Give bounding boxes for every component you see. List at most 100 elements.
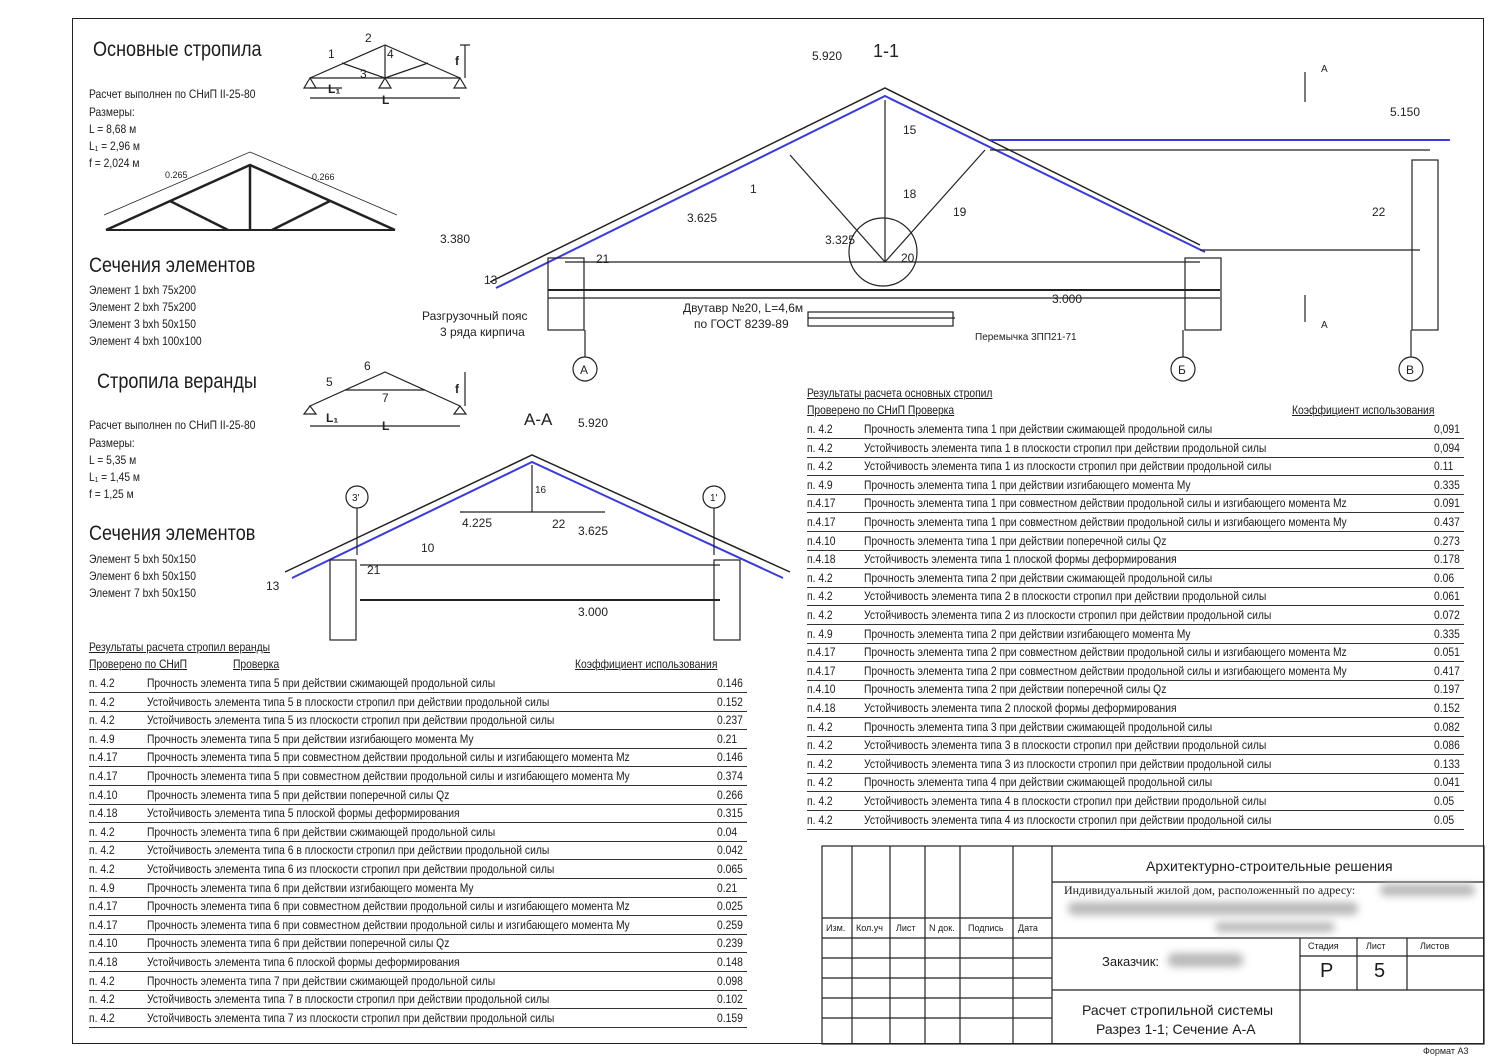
table-cell-check: Прочность элемента типа 4 при действии с… (864, 775, 1213, 790)
cut-mark: А (1321, 64, 1328, 75)
table-cell-check: Прочность элемента типа 2 при действии п… (864, 682, 1167, 697)
main-section-line: Элемент 2 bxh 75x200 (89, 300, 196, 314)
level-mark: 3.325 (825, 233, 855, 247)
table-cell-clause: п. 4.2 (807, 738, 833, 753)
table-cell-clause: п. 4.2 (807, 570, 833, 585)
table-row: п.4.17 Прочность элемента типа 1 при совм… (807, 495, 1464, 514)
section-aa-title: А-А (524, 410, 553, 429)
table-row: п. 4.2 Устойчивость элемента типа 2 из пл… (807, 607, 1464, 625)
table-cell-clause: п.4.17 (807, 645, 836, 660)
table-cell-check: Устойчивость элемента типа 2 в плоскости… (864, 589, 1267, 604)
table-cell-check: Прочность элемента типа 6 при действии с… (147, 824, 496, 839)
schema-label: L (382, 419, 389, 433)
load-label: 0.265 (165, 170, 188, 180)
table-cell-ratio: 0.042 (717, 843, 743, 858)
table-cell-ratio: 0.197 (1434, 682, 1460, 697)
ver-section-line: Элемент 5 bxh 50x150 (89, 552, 196, 566)
table-cell-ratio: 0,094 (1434, 440, 1460, 455)
table-cell-check: Устойчивость элемента типа 7 в плоскости… (147, 992, 550, 1007)
level-mark: 4.225 (462, 516, 492, 530)
table-cell-ratio: 0.065 (717, 862, 743, 876)
table-cell-check: Устойчивость элемента типа 6 из плоскост… (147, 862, 555, 876)
table-cell-check: Устойчивость элемента типа 3 в плоскости… (864, 738, 1267, 753)
table-cell-ratio: 0.146 (717, 676, 743, 690)
table-cell-check: Прочность элемента типа 2 при действии и… (864, 626, 1191, 641)
table-cell-check: Устойчивость элемента типа 5 из плоскост… (147, 713, 555, 728)
stage-value: Р (1320, 960, 1334, 982)
table-cell-clause: п. 4.2 (807, 422, 833, 436)
table-cell-clause: п.4.17 (807, 496, 836, 511)
table-cell-ratio: 0.06 (1434, 570, 1455, 585)
table-cell-clause: п.4.17 (89, 750, 118, 765)
stamp-col: Подпись (968, 923, 1004, 933)
table-cell-clause: п.4.17 (89, 917, 118, 932)
table-cell-ratio: 0.273 (1434, 533, 1460, 548)
schema-label: L₁ (326, 411, 338, 425)
table-cell-ratio: 0.437 (1434, 515, 1460, 529)
table-cell-clause: п. 4.9 (89, 731, 115, 746)
stamp-col: Изм. (826, 923, 846, 933)
table-cell-check: Устойчивость элемента типа 1 из плоскост… (864, 459, 1272, 474)
redacted-address (1380, 884, 1475, 896)
schema-label: 5 (326, 375, 333, 389)
table-cell-clause: п. 4.2 (89, 843, 115, 858)
section-1-1-drawing (489, 72, 1450, 382)
table-cell-clause: п.4.17 (89, 769, 118, 783)
section-1-1-title: 1-1 (873, 41, 899, 61)
table-cell-clause: п. 4.2 (89, 992, 115, 1007)
table-cell-check: Прочность элемента типа 2 при совместном… (864, 645, 1347, 660)
table-cell-ratio: 0.146 (717, 750, 743, 765)
table-cell-ratio: 0.091 (1434, 496, 1460, 511)
table-cell-ratio: 0.133 (1434, 756, 1460, 771)
table-row: п.4.17 Прочность элемента типа 2 при совм… (807, 644, 1464, 663)
drawing-subtitle: Разрез 1-1; Сечение А-А (1096, 1021, 1256, 1037)
customer-label: Заказчик: (1102, 954, 1160, 969)
table-cell-ratio: 0.374 (717, 769, 743, 783)
level-mark: 5.150 (1390, 105, 1420, 119)
veranda-rafters-title: Стропила веранды (97, 370, 257, 393)
format-label: Формат А3 (1423, 1046, 1469, 1056)
table-cell-clause: п.4.10 (89, 787, 118, 802)
table-cell-check: Устойчивость элемента типа 2 из плоскост… (864, 608, 1272, 622)
table-cell-ratio: 0.152 (1434, 701, 1460, 715)
element-number: 21 (367, 563, 381, 577)
axis-label: Б (1178, 363, 1186, 377)
table-cell-check: Прочность элемента типа 7 при действии с… (147, 973, 496, 988)
table-cell-ratio: 0.05 (1434, 794, 1455, 808)
ver-calc-line: f = 1,25 м (89, 487, 134, 501)
table-cell-clause: п.4.18 (807, 552, 836, 567)
table-cell-check: Устойчивость элемента типа 5 в плоскости… (147, 694, 550, 709)
element-number: 10 (421, 541, 435, 555)
table-cell-check: Прочность элемента типа 1 при совместном… (864, 496, 1347, 511)
table-row: п. 4.2 Устойчивость элемента типа 7 в пло… (89, 991, 747, 1010)
table-cell-ratio: 0,091 (1434, 422, 1460, 436)
schema-label: 7 (382, 391, 389, 405)
table-cell-clause: п.4.17 (807, 515, 836, 529)
table-cell-check: Прочность элемента типа 3 при действии с… (864, 719, 1213, 734)
table-cell-clause: п. 4.2 (807, 608, 833, 622)
table-cell-check: Прочность элемента типа 1 при действии и… (864, 477, 1191, 492)
ver-table-header: Коэффициент использования (575, 657, 718, 671)
main-section-line: Элемент 3 bxh 50x150 (89, 317, 196, 331)
table-cell-check: Прочность элемента типа 6 при действии п… (147, 936, 450, 951)
table-cell-check: Прочность элемента типа 2 при совместном… (864, 663, 1347, 678)
note-belt: 3 ряда кирпича (440, 325, 525, 339)
ver-sections-title: Сечения элементов (89, 522, 256, 545)
schema-label: 1 (328, 47, 335, 61)
table-row: п. 4.2 Устойчивость элемента типа 3 в пло… (807, 737, 1464, 756)
